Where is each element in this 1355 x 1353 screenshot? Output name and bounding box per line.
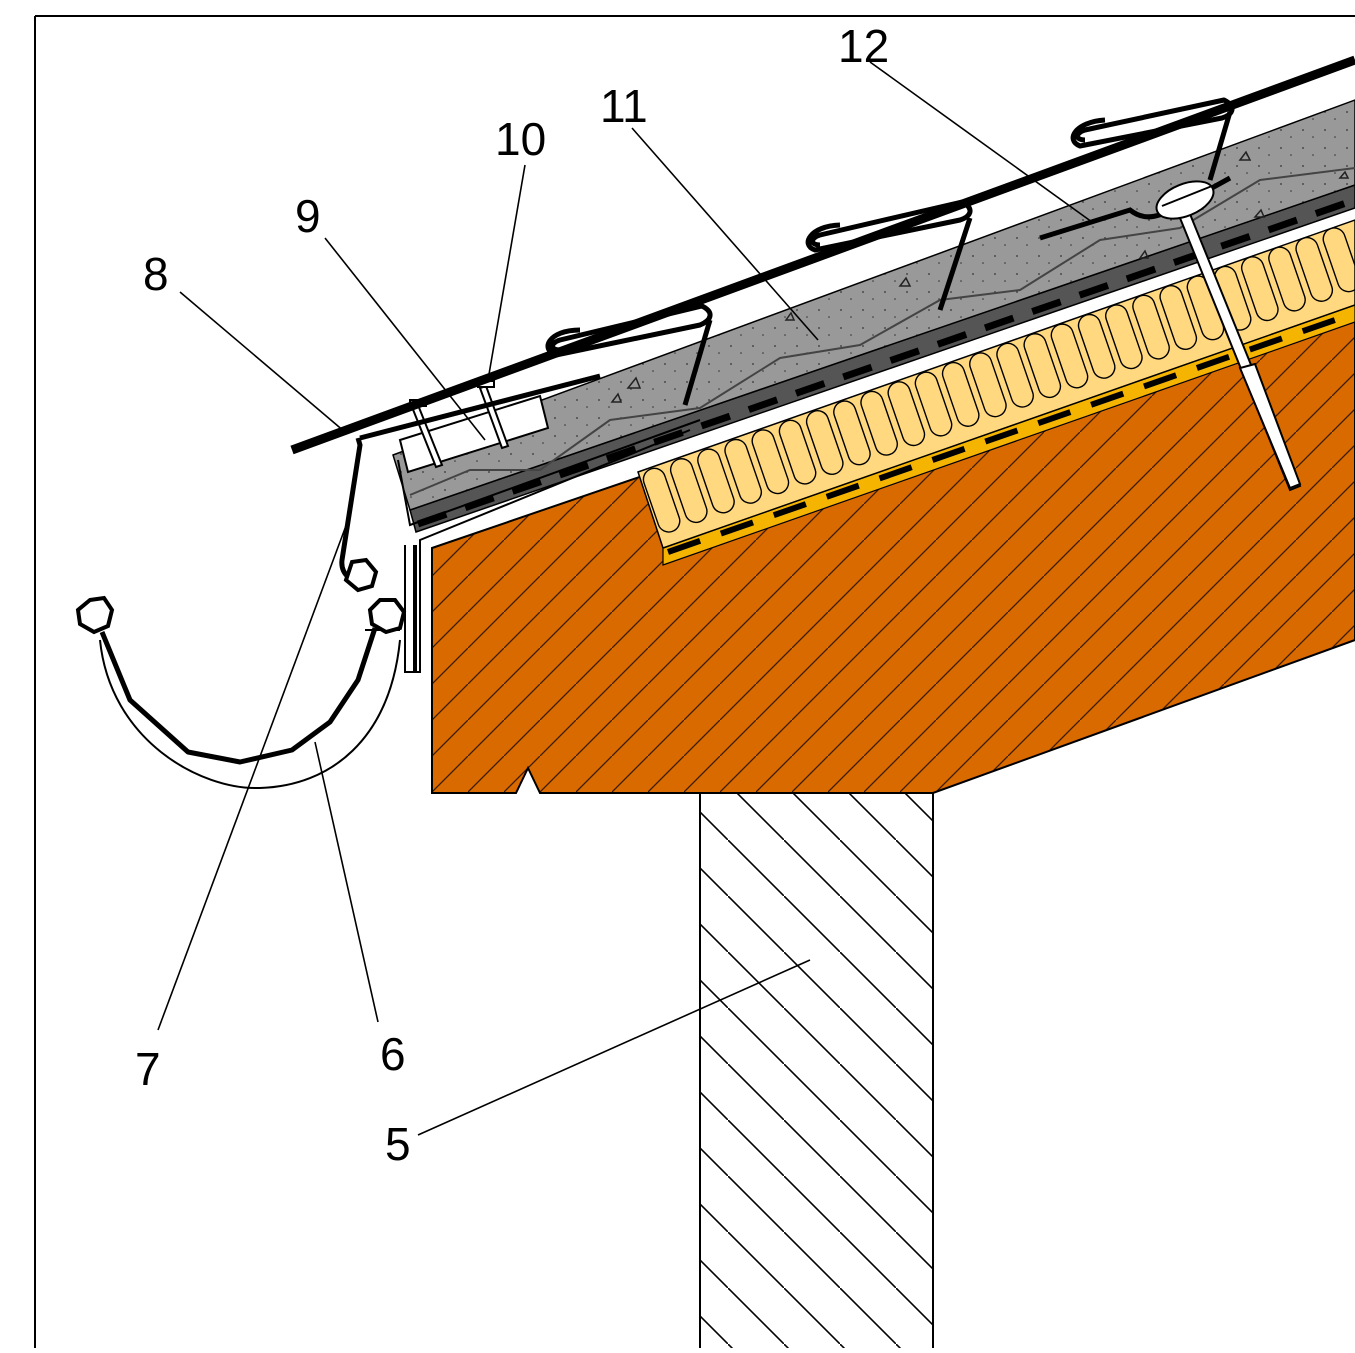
- insulation-batt: [833, 400, 871, 466]
- callout-5: 5: [385, 1118, 411, 1170]
- insulation-layer: [637, 219, 1355, 549]
- insulation-batt: [914, 371, 953, 437]
- insulation-batt: [1159, 284, 1198, 351]
- callout-9: 9: [295, 190, 321, 242]
- gutter: [75, 595, 407, 790]
- insulation-batts: [642, 227, 1355, 533]
- insulation-batt: [1132, 294, 1170, 360]
- callout-10: 10: [495, 113, 546, 165]
- insulation-batt: [941, 361, 980, 427]
- insulation-batt: [724, 438, 763, 504]
- gutter-hanger: [339, 437, 379, 593]
- insulation-batt: [1050, 323, 1089, 389]
- insulation-batt: [1240, 256, 1279, 322]
- eaves-flashing: [397, 419, 701, 673]
- callout-12: 12: [838, 20, 889, 72]
- callout-8: 8: [143, 248, 169, 300]
- insulation-batt: [1268, 246, 1306, 312]
- insulation-batt: [778, 419, 817, 485]
- callout-11: 11: [600, 80, 648, 132]
- wall-element: [699, 792, 934, 1348]
- insulation-batt: [697, 448, 735, 514]
- insulation-batt: [969, 352, 1007, 418]
- insulation-batt: [1295, 236, 1334, 302]
- insulation-batt: [1105, 304, 1143, 370]
- leader-lines: [157, 61, 1093, 1136]
- callout-labels: 5 6 7 8 9 10 11 12: [135, 20, 889, 1170]
- insulation-batt: [1077, 313, 1116, 379]
- insulation-batt: [996, 342, 1034, 408]
- callout-6: 6: [380, 1028, 406, 1080]
- insulation-batt: [1023, 333, 1062, 399]
- insulation-batt: [751, 429, 790, 495]
- insulation-batt: [887, 381, 926, 447]
- insulation-batt: [669, 458, 708, 524]
- seam-clips: [545, 97, 1235, 406]
- fixing-screw: [1039, 175, 1302, 492]
- insulation-batt: [642, 467, 681, 533]
- aggregate-marks: [610, 150, 1350, 403]
- callout-7: 7: [135, 1043, 161, 1095]
- drawing-frame: [34, 15, 1355, 1348]
- insulation-batt: [1322, 227, 1355, 293]
- insulation-batt: [805, 409, 844, 476]
- insulation-batt: [860, 390, 898, 456]
